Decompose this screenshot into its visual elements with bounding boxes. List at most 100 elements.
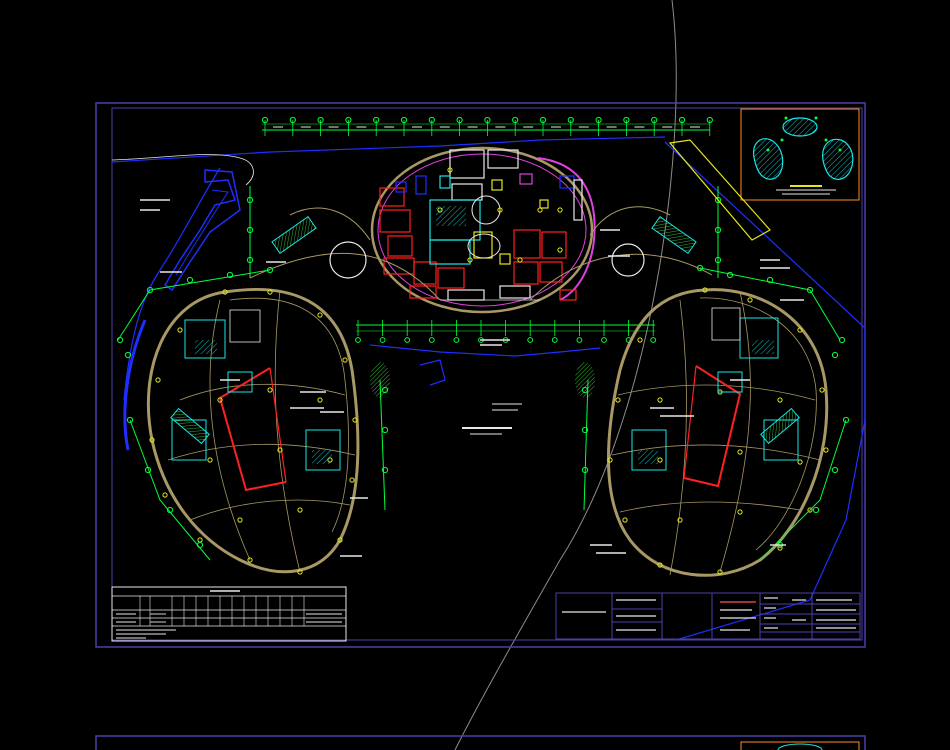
grid-bubble [623,116,630,124]
construction-arc [454,0,677,750]
core-room [439,175,451,189]
column-dot [267,387,273,393]
column-dot [702,287,708,293]
column-dot [777,545,783,551]
grid-bubble [246,226,254,234]
column-dot [657,562,663,568]
column-dot [657,457,663,463]
grid-bubble [726,271,734,279]
grid-bubble [567,116,574,124]
grid-bubble [842,416,850,424]
grid-bubble [226,271,234,279]
column-dot [277,447,283,453]
core-room [379,187,405,207]
top-left-outline [111,154,254,186]
core-room [379,209,411,233]
grid-bubble [116,336,124,344]
grid-bubble [196,541,204,549]
grid-bubble [806,286,814,294]
grid-bubble [551,337,558,343]
grid-bubble [527,337,534,343]
grid-bubble [831,466,839,474]
grid-bubble [539,116,547,124]
core-room [559,289,577,301]
top-grid-markers [261,116,713,136]
column-grid-dots [149,167,829,575]
column-dot [737,509,743,515]
grid-bubble [838,336,846,344]
grid-bubble [714,196,722,204]
core-room [519,173,533,185]
middle-grid-markers [355,320,657,343]
column-dot [747,297,753,303]
grid-bubble [379,337,386,343]
core-room [573,179,583,221]
column-dot [823,447,829,453]
core-room [541,231,567,259]
grid-bubble [381,466,389,474]
column-dot [317,312,323,318]
next-sheet-key-plan [740,741,860,750]
grid-bubble [581,426,589,434]
grid-bubble [166,506,174,514]
column-dot [149,437,155,443]
core-room [451,183,483,201]
grid-bubble [373,116,380,124]
next-sheet-frame [95,735,866,750]
grid-bubble [246,196,254,204]
column-dot [797,327,803,333]
column-dot [247,557,253,563]
column-dot [622,517,628,523]
left-wing [146,287,360,574]
grid-bubble [651,116,658,124]
column-dot [267,289,273,295]
grid-bubble [261,116,269,124]
grid-bubble [428,337,435,343]
left-wing-cores [171,309,341,471]
column-dot [497,207,503,213]
core-room [499,285,531,299]
key-plan [740,108,860,201]
core-room [473,231,493,259]
grid-bubble [766,276,774,284]
grid-bubble [186,276,194,284]
core-room [539,261,563,283]
right-wing [607,288,829,577]
core-room [387,235,413,257]
column-dot [807,507,813,513]
column-dot [557,247,563,253]
core-room [513,261,539,285]
grid-bubble [453,337,460,343]
grid-bubble [428,116,435,124]
core-room [499,253,511,265]
core-room [447,289,485,301]
lower-right-stair [760,407,800,445]
column-dot [155,377,161,383]
core-room [491,179,503,191]
column-dot [162,492,168,498]
grid-bubble [512,116,519,124]
left-ramp-inner [175,189,229,276]
column-dot [197,537,203,543]
core-room [413,261,437,285]
grid-bubble [381,426,389,434]
yellow-canopy [668,139,771,241]
central-tower-plan [370,146,596,314]
column-dot [317,397,323,403]
table-columns [116,590,342,639]
next-sheet-key-plan-shape [777,743,823,750]
grid-bubble [714,226,722,234]
core-room [429,239,471,265]
grid-bubble [456,116,463,124]
left-blue-curve [123,319,147,451]
grid-bubble [404,337,411,343]
column-dot [467,257,473,263]
column-dot [607,457,613,463]
grid-bubble [831,351,839,359]
grid-bubble [124,351,132,359]
core-room [487,149,519,169]
right-stair [651,215,697,255]
grid-bubble [266,266,274,274]
